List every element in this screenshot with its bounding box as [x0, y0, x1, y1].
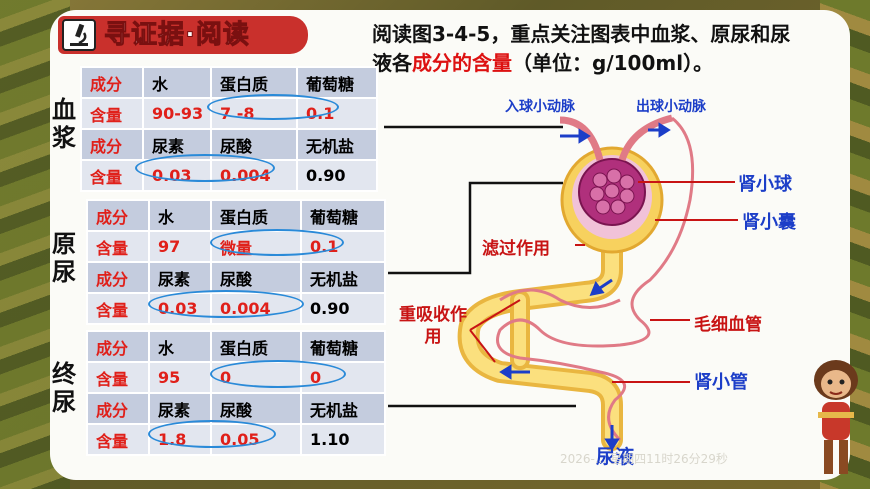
- table-cell: 含量: [86, 423, 150, 456]
- table-cell: 成分: [86, 261, 150, 294]
- highlight-ellipse: [135, 154, 275, 182]
- label-filtration: 滤过作用: [482, 239, 550, 259]
- highlight-ellipse: [207, 94, 339, 120]
- table-cell: 尿酸: [210, 392, 302, 425]
- label-urine: 尿液: [596, 446, 635, 468]
- table-cell: 含量: [80, 159, 144, 192]
- table-cell: 0.90: [296, 159, 378, 192]
- table-cell: 成分: [80, 128, 144, 161]
- glomerulus-loops: [589, 168, 635, 215]
- table-cell: 蛋白质: [210, 330, 302, 363]
- highlight-ellipse: [148, 290, 304, 318]
- label-pointers: [469, 181, 738, 383]
- table-cell: 含量: [86, 230, 150, 263]
- efferent-arteriole: [618, 114, 673, 162]
- connector-primary-urine: [388, 181, 563, 275]
- cartoon-character-image: [814, 360, 858, 474]
- flow-arrows: [499, 122, 671, 451]
- table-cell: 1.10: [300, 423, 386, 456]
- instruction-text: 阅读图3-4-5，重点关注图表中血浆、原尿和尿液各成分的含量（单位：g/100m…: [372, 20, 792, 78]
- instruction-part-1: 阅读图3-4-5，重点关注图表中血浆、原尿和尿液各: [372, 22, 791, 75]
- highlight-ellipse: [210, 360, 346, 388]
- table-row: 成分 尿素 尿酸 无机盐: [80, 128, 378, 161]
- capillary-network: [496, 116, 695, 442]
- table-cell: 97: [148, 230, 212, 263]
- table-row: 成分 尿素 尿酸 无机盐: [86, 392, 386, 425]
- table-cell: 成分: [86, 199, 150, 232]
- highlight-ellipse: [148, 420, 276, 448]
- page-title: 寻证据·阅读: [104, 20, 250, 51]
- table-cell: 葡萄糖: [300, 199, 386, 232]
- table-cell: 水: [142, 66, 212, 99]
- microscope-icon: [62, 19, 96, 51]
- table-cell: 水: [148, 330, 212, 363]
- side-label-plasma: 血浆: [52, 96, 76, 152]
- table-cell: 含量: [86, 361, 150, 394]
- table-row: 成分 水 蛋白质 葡萄糖: [86, 199, 386, 232]
- label-reabsorption: 重吸收作用: [399, 305, 467, 347]
- label-tubule: 肾小管: [694, 372, 748, 393]
- afferent-arteriole: [559, 116, 604, 161]
- timestamp-watermark: 2026-... 星期四11时26分29秒: [560, 452, 728, 466]
- table-cell: 0.90: [300, 292, 386, 325]
- instruction-part-2: （单位：g/100ml）。: [512, 51, 714, 75]
- table-cell: 含量: [86, 292, 150, 325]
- label-capsule: 肾小囊: [742, 212, 796, 233]
- title-banner: [58, 16, 308, 54]
- table-cell: 葡萄糖: [300, 330, 386, 363]
- highlight-ellipse: [210, 229, 344, 256]
- table-cell: 蛋白质: [210, 199, 302, 232]
- table-cell: 葡萄糖: [296, 66, 378, 99]
- table-cell: 95: [148, 361, 212, 394]
- table-cell: 无机盐: [296, 128, 378, 161]
- label-glomerulus: 肾小球: [738, 174, 792, 195]
- table-cell: 尿素: [148, 261, 212, 294]
- capillary-network: [499, 288, 621, 309]
- table-cell: 水: [148, 199, 212, 232]
- table-cell: 成分: [80, 66, 144, 99]
- label-afferent-arteriole: 入球小动脉: [505, 99, 575, 115]
- table-row: 成分 水 蛋白质 葡萄糖: [80, 66, 378, 99]
- instruction-highlight: 成分的含量: [412, 51, 512, 75]
- table-cell: 90-93: [142, 97, 212, 130]
- table-cell: 成分: [86, 330, 150, 363]
- table-cell: 成分: [86, 392, 150, 425]
- table-cell: 无机盐: [300, 392, 386, 425]
- table-cell: 含量: [80, 97, 144, 130]
- label-efferent-arteriole: 出球小动脉: [636, 99, 706, 115]
- renal-tubule: [457, 229, 623, 451]
- table-cell: 无机盐: [300, 261, 386, 294]
- table-row: 成分 水 蛋白质 葡萄糖: [86, 330, 386, 363]
- label-capillary: 毛细血管: [694, 315, 762, 335]
- side-label-primary-urine: 原尿: [52, 230, 76, 286]
- side-label-final-urine: 终尿: [52, 360, 76, 416]
